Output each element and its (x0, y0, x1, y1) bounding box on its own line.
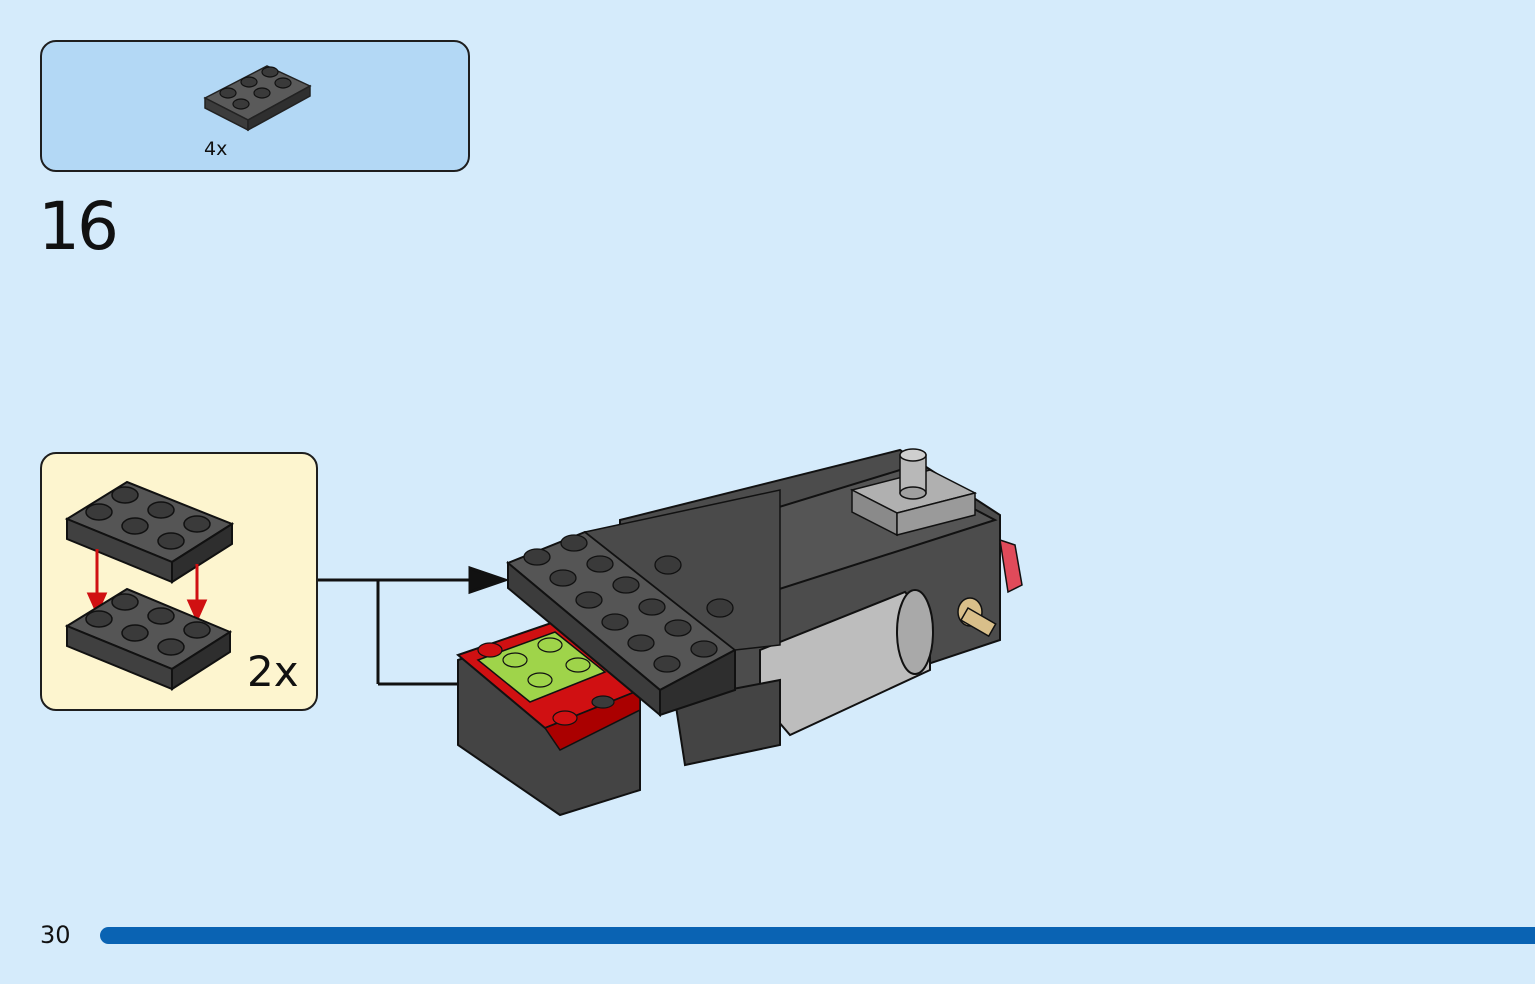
subassembly-callout: 2x (40, 452, 318, 711)
plate-2x3-icon (203, 65, 312, 132)
top-plate-icon (64, 480, 235, 584)
model-new-plates (506, 489, 781, 718)
parts-list-box: 4x (40, 40, 470, 172)
page-number: 30 (40, 921, 71, 949)
model-front (456, 618, 642, 817)
progress-bar (100, 927, 1535, 944)
step-number: 16 (38, 188, 119, 265)
subassembly-illustration (64, 480, 235, 691)
bottom-plate-icon (64, 587, 233, 691)
parts-quantity: 4x (204, 138, 228, 160)
subassembly-quantity: 2x (247, 647, 299, 696)
